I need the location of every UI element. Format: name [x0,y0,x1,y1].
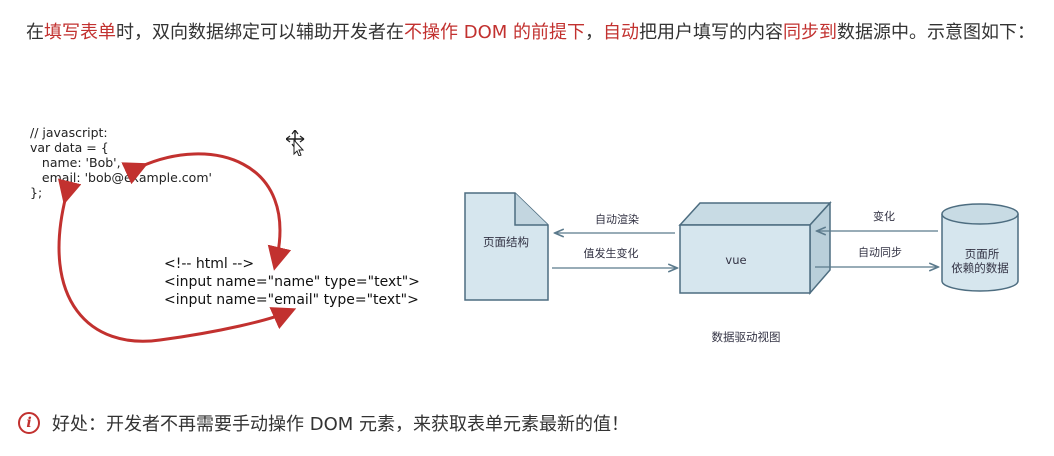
vue-box-front [679,224,811,294]
auto-render-label: 自动渲染 [595,212,639,226]
info-icon: i [18,412,40,434]
tip-text: 好处：开发者不再需要手动操作 DOM 元素，来获取表单元素最新的值！ [52,414,629,435]
highlight-sync-to: 同步到 [783,22,838,43]
data-label-line2: 依赖的数据 [951,261,1009,275]
intro-paragraph: 在填写表单时，双向数据绑定可以辅助开发者在不操作 DOM 的前提下，自动把用户填… [26,14,1036,52]
vue-label: vue [725,253,746,267]
auto-sync-label: 自动同步 [858,246,902,259]
highlight-no-dom: 不操作 DOM 的前提下 [404,22,586,43]
intro-text-5: 数据源中。示意图如下： [837,22,1036,43]
value-change-label: 值发生变化 [584,246,639,260]
move-cursor-icon [286,130,305,156]
highlight-fill-form: 填写表单 [44,22,116,43]
tip-callout: i 好处：开发者不再需要手动操作 DOM 元素，来获取表单元素最新的值！ [18,406,629,440]
highlight-auto: 自动 [603,22,640,43]
js-line: }; [30,185,43,200]
intro-text-2: 时，双向数据绑定可以辅助开发者在 [116,22,404,43]
intro-text-4: 把用户填写的内容 [639,22,784,43]
change-label: 变化 [873,209,895,223]
vue-box-top [678,202,832,226]
intro-text-3: ， [585,22,604,43]
page-structure-label: 页面结构 [483,235,529,249]
data-label-line1: 页面所 [965,247,1000,261]
js-line: var data = { [30,140,109,155]
email-binding-arrow [57,178,297,343]
js-line: // javascript: [30,125,108,140]
js-line: name: 'Bob', [30,155,121,170]
diagram-caption: 数据驱动视图 [712,330,781,344]
intro-text-1: 在 [26,22,44,43]
data-cylinder [941,214,1019,292]
